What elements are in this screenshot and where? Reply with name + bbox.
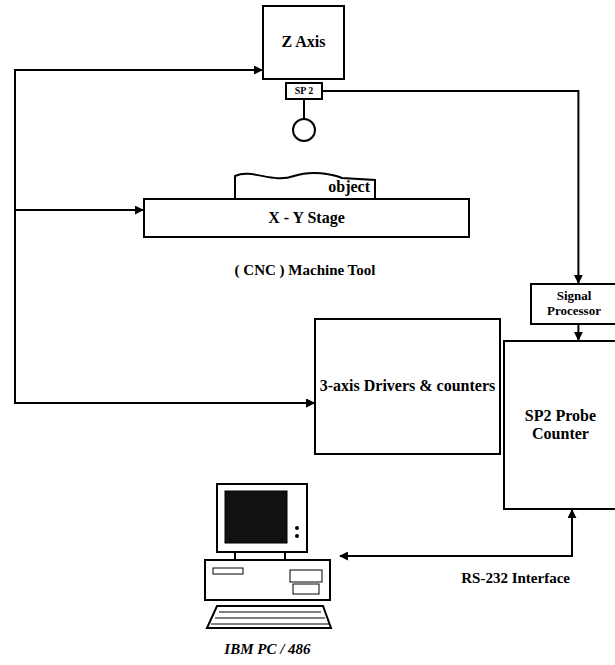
edge-label: RS-232 Interface — [461, 570, 570, 587]
object-shape: object — [232, 168, 378, 200]
probe-ball — [293, 119, 315, 141]
connector — [15, 210, 314, 403]
connector — [340, 510, 572, 556]
node-label: Signal Processor — [532, 289, 615, 319]
processor-box: Signal Processor — [530, 283, 615, 325]
counter-box: SP2 Probe Counter — [503, 340, 615, 510]
node-label: Z Axis — [278, 33, 328, 51]
node-label: SP 2 — [292, 85, 317, 97]
probe-stem — [303, 100, 305, 119]
stage-box: X - Y Stage — [143, 198, 470, 238]
axis-box: Z Axis — [262, 5, 345, 80]
node-label: SP2 Probe Counter — [505, 407, 615, 444]
computer-illustration — [195, 478, 340, 633]
node-label: object — [328, 178, 370, 196]
node-label: 3-axis Drivers & counters — [317, 377, 499, 395]
connector — [577, 325, 579, 340]
driver-box: 3-axis Drivers & counters — [314, 318, 501, 455]
machine-caption: ( CNC ) Machine Tool — [235, 262, 376, 279]
probe-box: SP 2 — [285, 82, 323, 100]
computer-node: IBM PC / 486 — [195, 478, 340, 660]
node-label: X - Y Stage — [265, 209, 348, 227]
connector — [323, 91, 578, 283]
node-label: IBM PC / 486 — [195, 641, 340, 658]
